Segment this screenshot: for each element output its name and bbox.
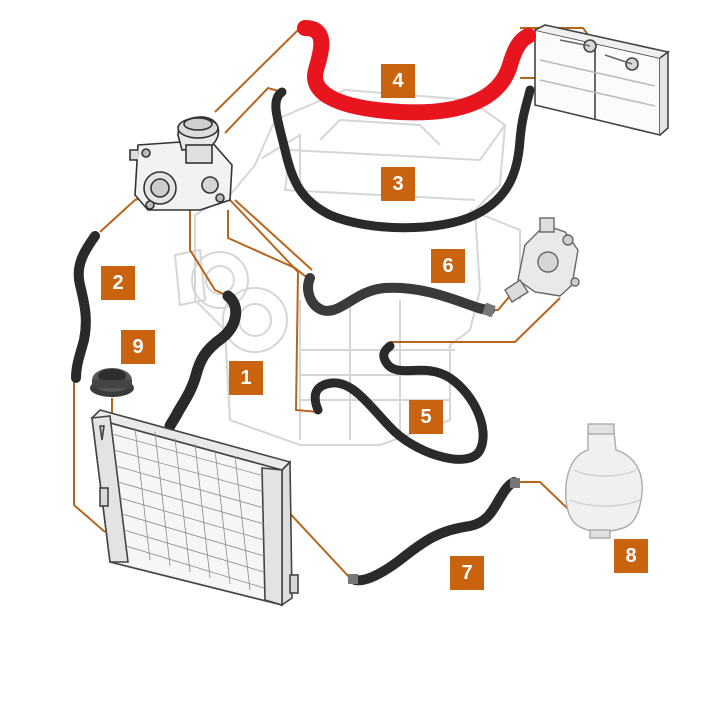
thermostat-housing-icon bbox=[504, 217, 580, 303]
radiator-cap-icon bbox=[90, 368, 134, 397]
radiator-icon bbox=[90, 409, 299, 607]
heater-core-icon bbox=[534, 24, 670, 137]
hose-7 bbox=[350, 477, 519, 586]
callout-3: 3 bbox=[381, 167, 415, 201]
callout-4: 4 bbox=[381, 64, 415, 98]
callout-6: 6 bbox=[431, 249, 465, 283]
callout-9: 9 bbox=[121, 330, 155, 364]
expansion-tank-icon bbox=[565, 423, 643, 539]
hose-1 bbox=[164, 290, 242, 432]
hose-4 bbox=[297, 20, 536, 121]
callout-8: 8 bbox=[614, 539, 648, 573]
callout-7: 7 bbox=[450, 556, 484, 590]
callout-2: 2 bbox=[101, 266, 135, 300]
hose-clamps bbox=[348, 302, 520, 584]
callout-1: 1 bbox=[229, 361, 263, 395]
hose-2 bbox=[71, 231, 100, 383]
water-pump-icon bbox=[129, 116, 233, 211]
hose-6 bbox=[303, 273, 495, 316]
hose-3 bbox=[271, 85, 535, 233]
callout-5: 5 bbox=[409, 400, 443, 434]
hose-5 bbox=[310, 341, 488, 464]
